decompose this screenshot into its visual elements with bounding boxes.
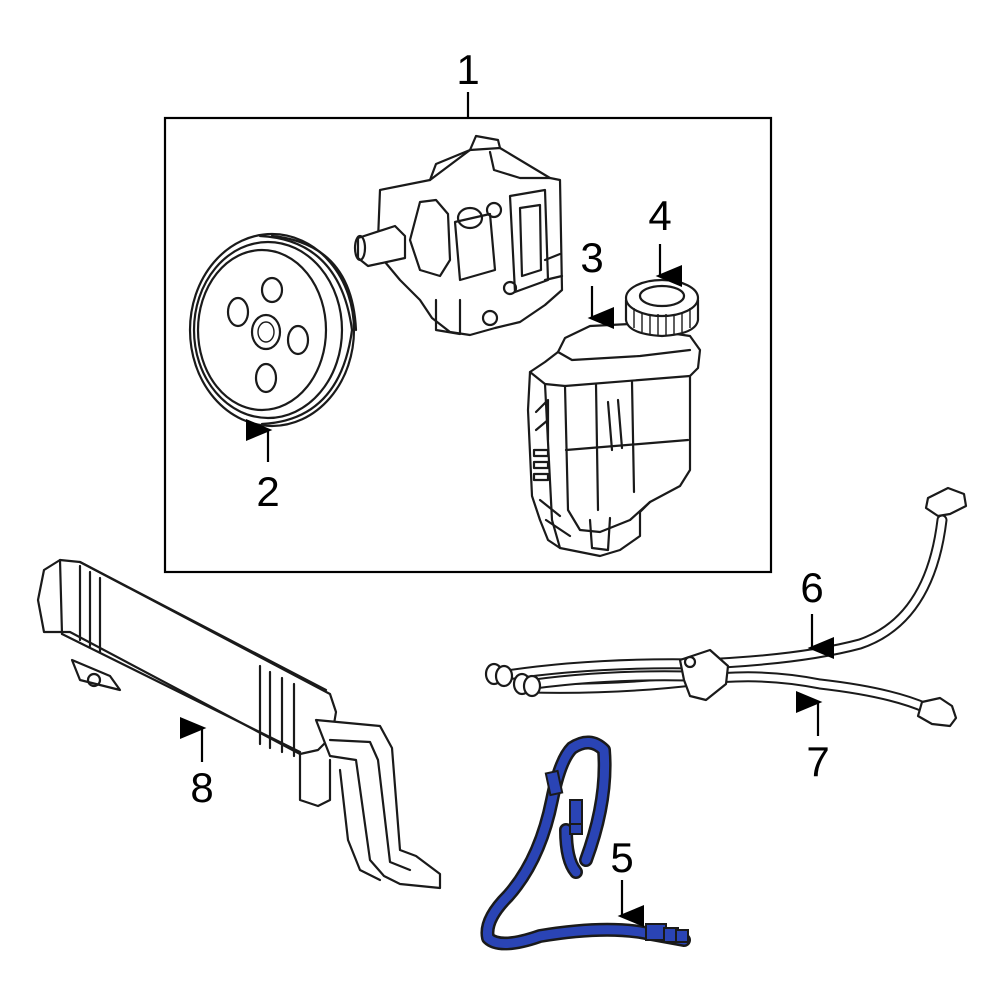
callout-3: 3 — [580, 234, 603, 281]
hose-assembly-6-7 — [484, 486, 968, 728]
oil-cooler — [36, 558, 442, 890]
pump-body — [353, 134, 564, 337]
callout-7: 7 — [806, 738, 829, 785]
pulley — [188, 232, 358, 428]
callout-5: 5 — [610, 834, 633, 881]
reservoir — [526, 322, 702, 558]
reservoir-cap — [624, 278, 700, 338]
callout-1: 1 — [456, 46, 479, 93]
pressure-hose-highlighted — [480, 735, 691, 951]
callout-6: 6 — [800, 564, 823, 611]
callout-4: 4 — [648, 192, 671, 239]
callout-2: 2 — [256, 468, 279, 515]
callout-8: 8 — [190, 764, 213, 811]
